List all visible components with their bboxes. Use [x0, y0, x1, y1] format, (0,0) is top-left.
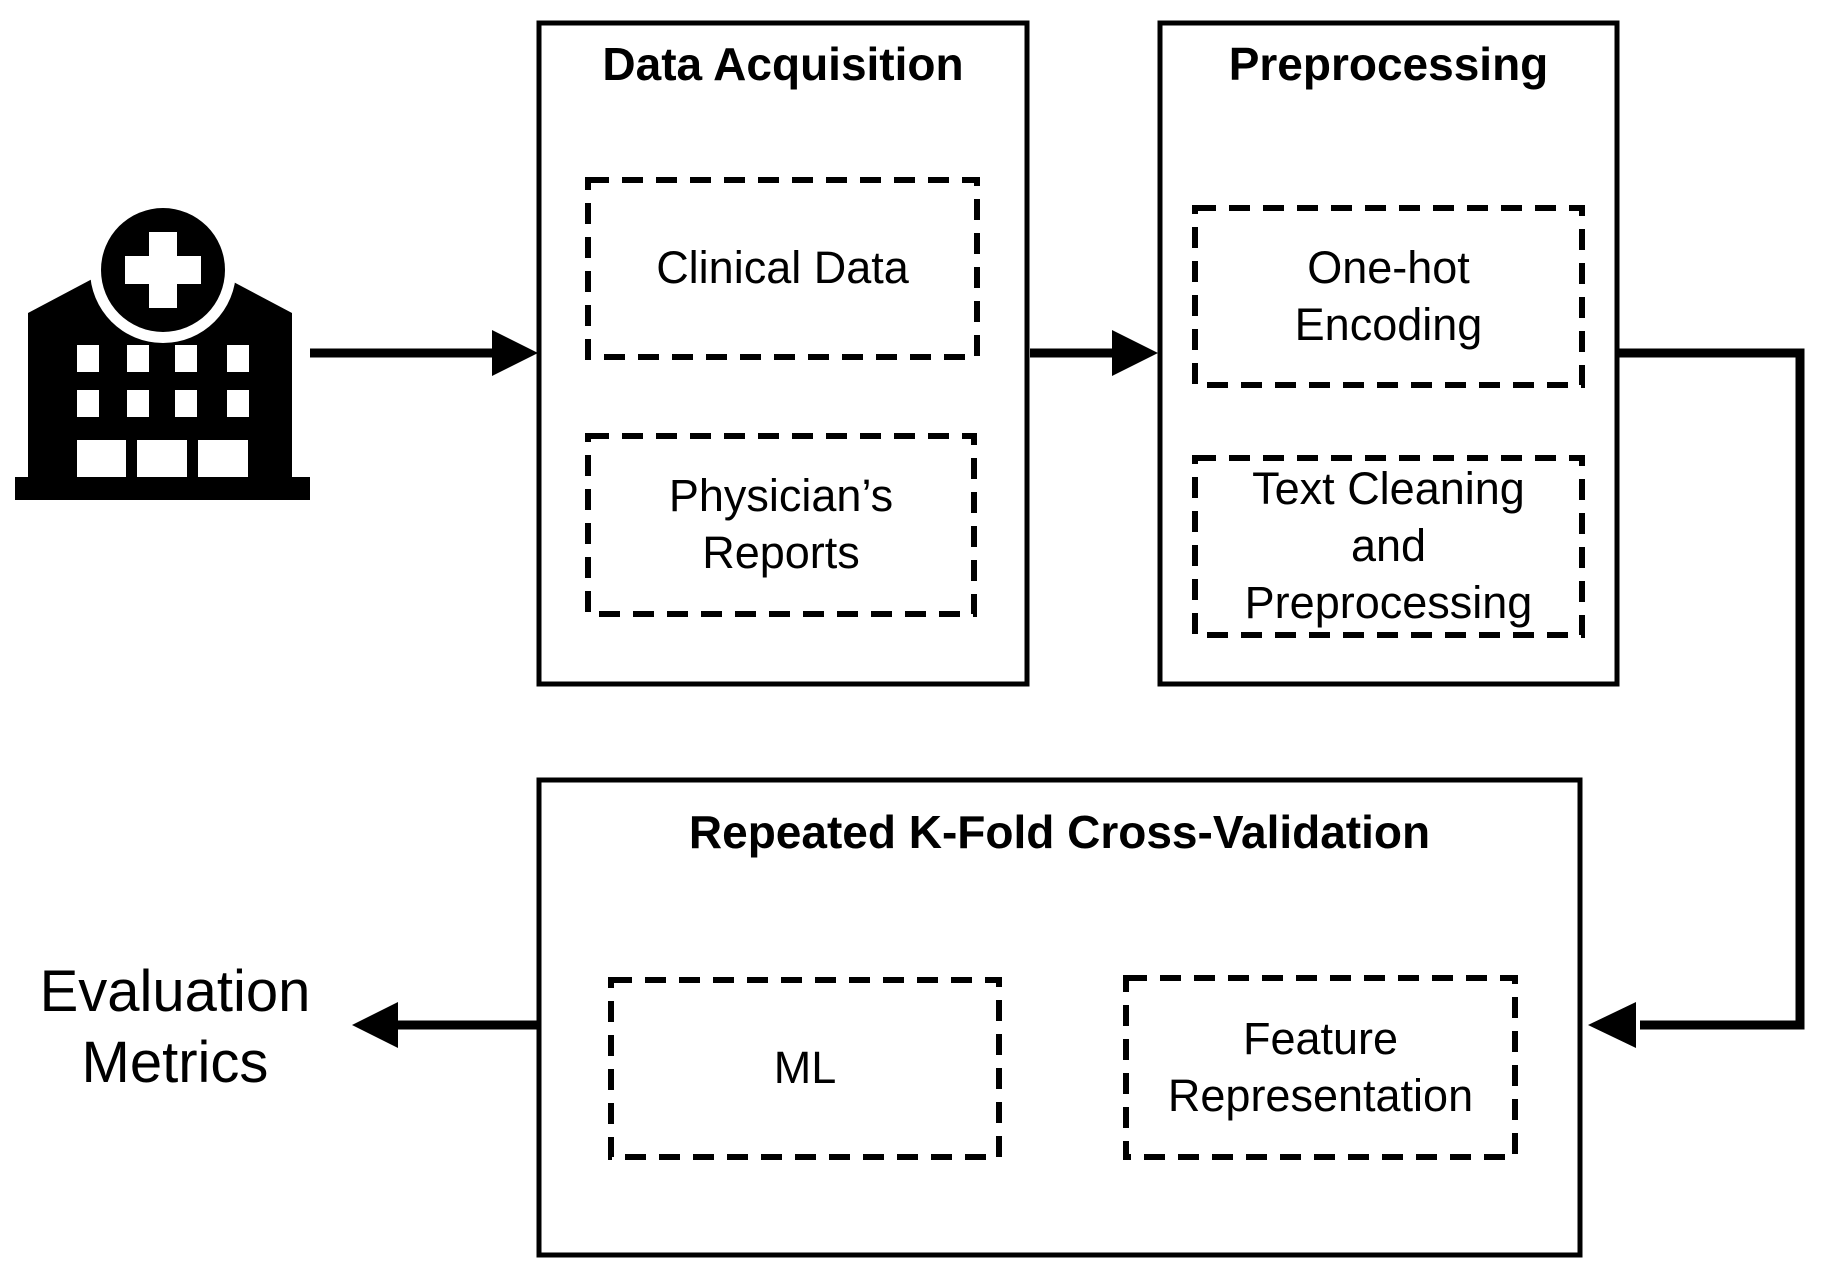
arrow-kfold-to-evaluation-metrics [352, 1002, 540, 1048]
ml-dashed-box [608, 977, 1002, 1160]
text-cleaning-dashed-box [1192, 455, 1585, 638]
hospital-window [227, 345, 249, 372]
feature-representation-label: Feature Representation [1126, 978, 1515, 1157]
label-line: Feature [1242, 1012, 1399, 1064]
hospital-door [137, 440, 187, 484]
label-line: Preprocessing [1244, 576, 1533, 628]
hospital-window [127, 390, 149, 417]
evaluation-metrics-label: Evaluation Metrics [25, 958, 325, 1098]
label-line: ML [773, 1042, 837, 1094]
kfold-box [536, 777, 1583, 1258]
data-acquisition-title: Data Acquisition [602, 38, 964, 90]
hospital-icon [15, 197, 310, 500]
one-hot-encoding-label: One-hot Encoding [1195, 208, 1582, 385]
clinical-data-label: Clinical Data [588, 180, 977, 357]
label-line: Clinical Data [656, 242, 909, 294]
label-line: and [1350, 520, 1427, 572]
label-line: Physician’s [668, 470, 894, 522]
arrowhead-right-icon [1112, 330, 1158, 376]
label-line: Evaluation [39, 959, 311, 1025]
arrow-data-acquisition-to-preprocessing [1030, 330, 1158, 376]
label-line: Representation [1167, 1069, 1474, 1121]
label-line: One-hot [1307, 241, 1470, 293]
label-line: Metrics [81, 1030, 269, 1095]
hospital-door [77, 440, 126, 484]
clinical-data-dashed-box [585, 177, 980, 360]
hospital-door [198, 440, 248, 484]
hospital-window [175, 345, 197, 372]
label-line: Reports [702, 527, 860, 578]
label-line: Encoding [1294, 298, 1483, 350]
one-hot-encoding-dashed-box [1192, 205, 1585, 388]
preprocessing-title: Preprocessing [1228, 38, 1549, 90]
arrow-hospital-to-data-acquisition [310, 330, 538, 376]
medical-cross-icon [125, 256, 201, 284]
physicians-reports-label: Physician’s Reports [588, 436, 974, 614]
hospital-base [15, 477, 310, 500]
physicians-reports-dashed-box [585, 433, 977, 617]
hospital-window [227, 390, 249, 417]
arrowhead-left-icon [1588, 1002, 1636, 1048]
arrowhead-left-icon [352, 1002, 398, 1048]
hospital-window [127, 345, 149, 372]
ml-label: ML [611, 980, 999, 1157]
text-cleaning-label: Text Cleaning and Preprocessing [1195, 458, 1582, 635]
hospital-window [77, 390, 99, 417]
label-line: Text Cleaning [1252, 463, 1525, 515]
arrow-preprocessing-to-kfold [1588, 348, 1805, 1048]
data-acquisition-box [536, 20, 1030, 687]
hospital-window [77, 345, 99, 372]
feature-representation-dashed-box [1123, 975, 1518, 1160]
kfold-title: Repeated K-Fold Cross-Validation [688, 806, 1431, 858]
arrowhead-right-icon [492, 330, 538, 376]
hospital-window [175, 390, 197, 417]
